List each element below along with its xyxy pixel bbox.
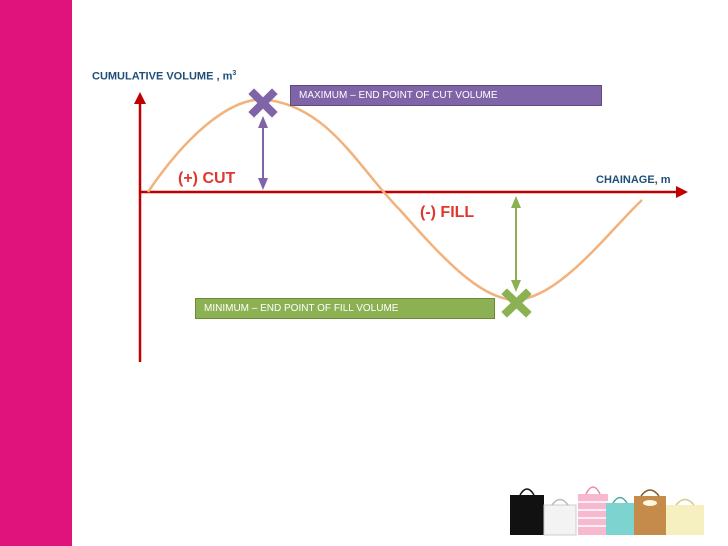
minimum-callout-box: MINIMUM – END POINT OF FILL VOLUME	[195, 298, 495, 319]
cut-volume-arrow	[258, 116, 268, 190]
black-bag-icon	[510, 495, 544, 535]
fill-region-label: (-) FILL	[420, 204, 475, 221]
white-bag-icon	[543, 504, 577, 536]
x-axis-arrowhead	[676, 186, 688, 198]
maximum-callout-box: MAXIMUM – END POINT OF CUT VOLUME	[290, 85, 602, 106]
pink-striped-bag-icon	[578, 494, 608, 535]
y-axis-label: CUMULATIVE VOLUME , m3	[92, 70, 237, 83]
fill-volume-arrow	[511, 196, 521, 292]
teal-bag-icon	[606, 503, 634, 535]
y-axis-arrowhead	[134, 92, 146, 104]
shopping-bags-decoration	[510, 486, 704, 536]
x-axis-label: CHAINAGE, m	[596, 174, 671, 186]
mass-haul-curve	[146, 98, 643, 302]
cream-bag-icon	[666, 505, 704, 535]
minimum-marker	[501, 288, 532, 318]
maximum-marker	[248, 88, 278, 118]
y-axis-unit-exponent: 3	[232, 70, 237, 77]
side-accent-bar	[0, 0, 72, 546]
cut-region-label: (+) CUT	[178, 170, 236, 187]
